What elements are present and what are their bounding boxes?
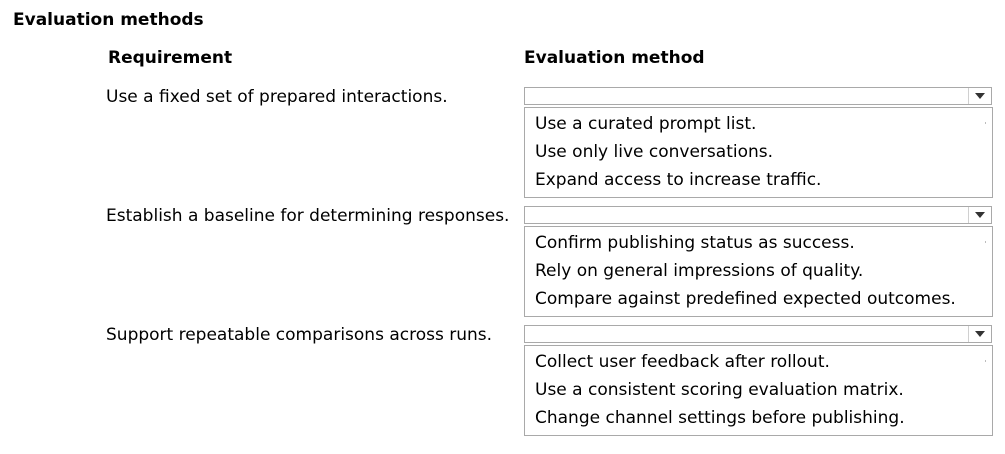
scrollbar-mark [985,360,986,362]
requirement-text: Use a fixed set of prepared interactions… [106,87,448,107]
option-list: Use a curated prompt list. Use only live… [524,107,993,198]
requirement-text: Support repeatable comparisons across ru… [106,325,493,345]
evaluation-method-column-header: Evaluation method [524,48,705,68]
option-item[interactable]: Expand access to increase traffic. [535,170,822,190]
option-list: Collect user feedback after rollout. Use… [524,345,993,436]
evaluation-method-dropdown[interactable] [524,87,992,105]
option-item[interactable]: Change channel settings before publishin… [535,408,905,428]
chevron-down-icon[interactable] [968,207,991,223]
evaluation-method-dropdown[interactable] [524,325,992,343]
requirement-column-header: Requirement [108,48,233,68]
page-title: Evaluation methods [13,10,204,30]
scrollbar-mark [985,241,986,243]
option-item[interactable]: Collect user feedback after rollout. [535,352,830,372]
chevron-down-icon[interactable] [968,326,991,342]
option-item[interactable]: Use a curated prompt list. [535,114,757,134]
evaluation-method-dropdown[interactable] [524,206,992,224]
option-item[interactable]: Confirm publishing status as success. [535,233,855,253]
option-list: Confirm publishing status as success. Re… [524,226,993,317]
option-item[interactable]: Use a consistent scoring evaluation matr… [535,380,904,400]
option-item[interactable]: Rely on general impressions of quality. [535,261,864,281]
scrollbar-mark [985,122,986,124]
requirement-text: Establish a baseline for determining res… [106,206,510,226]
chevron-down-icon[interactable] [968,88,991,104]
option-item[interactable]: Use only live conversations. [535,142,774,162]
option-item[interactable]: Compare against predefined expected outc… [535,289,956,309]
